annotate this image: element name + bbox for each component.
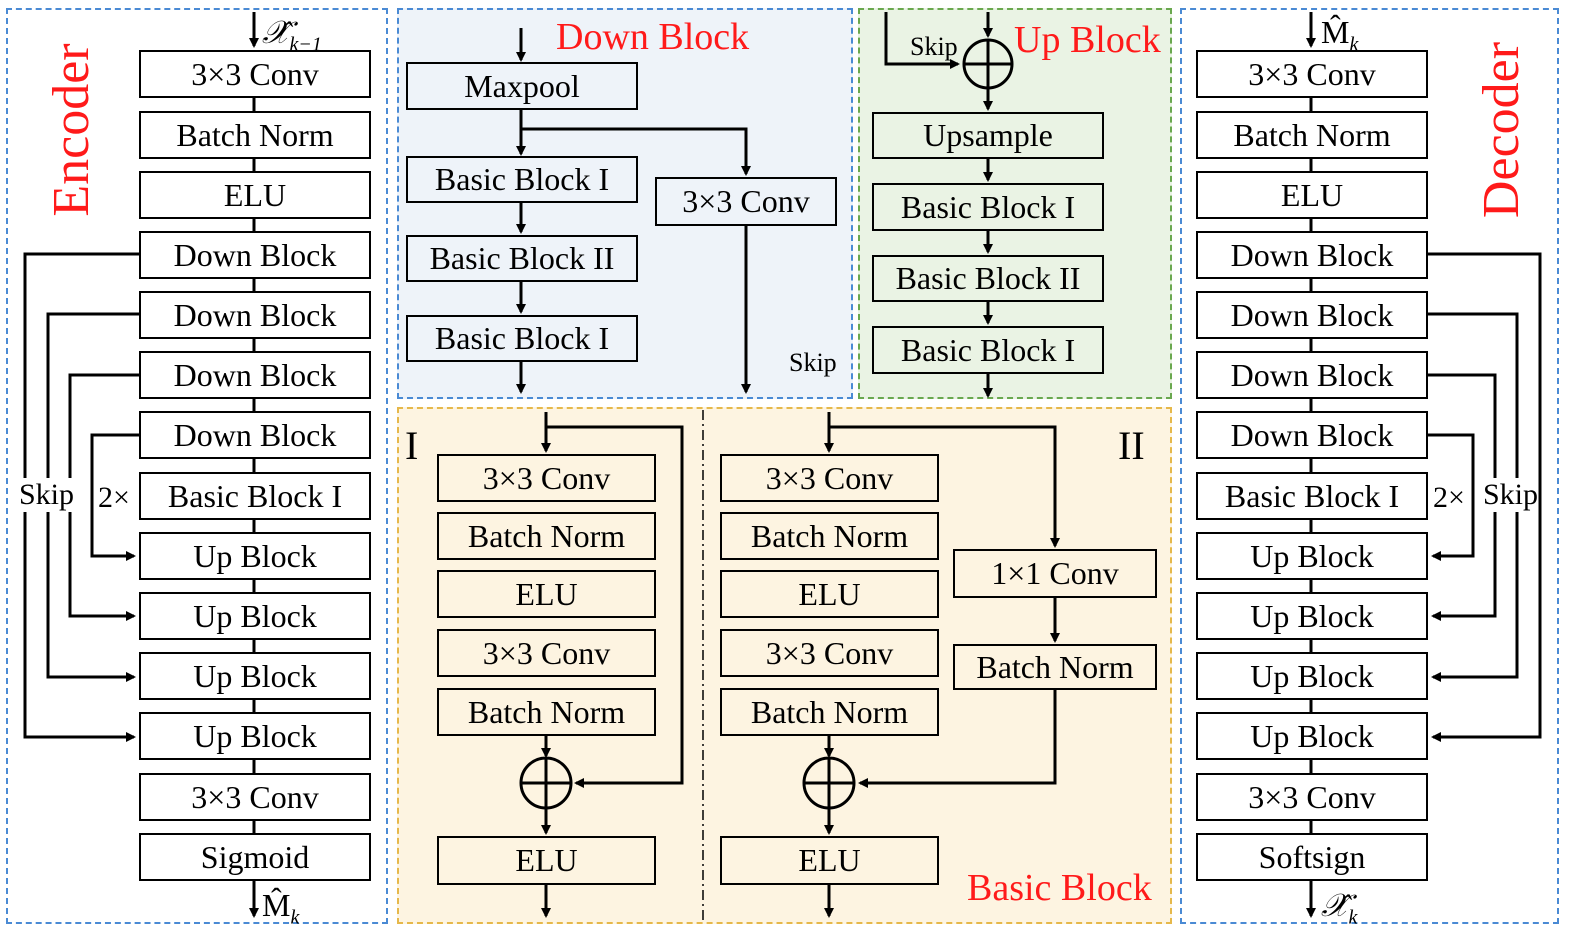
up-block-title: Up Block — [1014, 19, 1161, 61]
basic-block-2-step: ELU — [720, 570, 939, 618]
decoder-block: Up Block — [1196, 532, 1428, 580]
down-block-side-conv: 3×3 Conv — [655, 177, 837, 226]
decoder-block: Batch Norm — [1196, 111, 1428, 159]
encoder-block: Up Block — [139, 592, 371, 640]
down-block-step: Basic Block I — [406, 315, 638, 362]
encoder-block: Batch Norm — [139, 111, 371, 159]
decoder-block: 3×3 Conv — [1196, 773, 1428, 821]
encoder-block: Basic Block I — [139, 472, 371, 520]
down-block-title: Down Block — [556, 16, 750, 58]
basic-block-1-step: Batch Norm — [437, 688, 656, 736]
basic-block-2-step: 3×3 Conv — [720, 629, 939, 677]
decoder-output-subscript: k — [1348, 906, 1358, 929]
up-block-step: Basic Block I — [872, 183, 1104, 231]
down-block-skip-label: Skip — [789, 348, 837, 377]
encoder-output-subscript: k — [290, 906, 300, 929]
up-block-step: Upsample — [872, 112, 1104, 159]
basic-block-1-output: ELU — [437, 836, 656, 885]
encoder-block: Sigmoid — [139, 833, 371, 881]
up-block-step: Basic Block II — [872, 255, 1104, 302]
encoder-block: Up Block — [139, 712, 371, 760]
decoder-block: Basic Block I — [1196, 472, 1428, 520]
down-block-step: Maxpool — [406, 62, 638, 110]
decoder-title: Decoder — [1473, 41, 1530, 219]
encoder-block: Up Block — [139, 652, 371, 700]
decoder-input-symbol: M̂ — [1321, 14, 1350, 50]
encoder-input-subscript: k−1 — [289, 33, 322, 56]
encoder-block: ELU — [139, 171, 371, 219]
encoder-skip-label: Skip — [19, 478, 75, 512]
up-block-skip-label: Skip — [910, 32, 958, 61]
basic-block-2-step: Batch Norm — [720, 512, 939, 560]
basic-block-1-step: 3×3 Conv — [437, 629, 656, 677]
encoder-block: 3×3 Conv — [139, 50, 371, 98]
decoder-output-symbol: 𝒳̂ — [1321, 887, 1349, 923]
basic-block-2-step: 3×3 Conv — [720, 454, 939, 502]
decoder-block: Up Block — [1196, 652, 1428, 700]
down-block-step: Basic Block I — [406, 156, 638, 203]
decoder-panel — [1180, 8, 1559, 924]
down-block-step: Basic Block II — [406, 235, 638, 282]
decoder-block: Down Block — [1196, 411, 1428, 459]
basic-block-1-step: ELU — [437, 570, 656, 618]
encoder-output-label: M̂k — [262, 887, 299, 929]
encoder-title: Encoder — [43, 43, 100, 217]
basic-block-1-step: 3×3 Conv — [437, 454, 656, 502]
basic-block-2-shortcut-norm: Batch Norm — [953, 644, 1157, 690]
decoder-block: 3×3 Conv — [1196, 50, 1428, 98]
encoder-block: 3×3 Conv — [139, 773, 371, 821]
decoder-block: Up Block — [1196, 712, 1428, 760]
encoder-panel — [6, 8, 388, 924]
decoder-block: Down Block — [1196, 351, 1428, 399]
basic-block-title: Basic Block — [967, 867, 1152, 909]
encoder-output-symbol: M̂ — [262, 887, 291, 923]
encoder-block: Down Block — [139, 231, 371, 279]
decoder-input-label: M̂k — [1321, 14, 1358, 56]
encoder-block: Down Block — [139, 411, 371, 459]
encoder-input-symbol: 𝒳̂ — [262, 14, 290, 50]
encoder-block: Up Block — [139, 532, 371, 580]
basic-block-2-shortcut-conv: 1×1 Conv — [953, 549, 1157, 598]
basic-block-2-output: ELU — [720, 836, 939, 885]
decoder-block: Softsign — [1196, 833, 1428, 881]
decoder-repeat-label: 2× — [1433, 481, 1465, 515]
basic-block-2-step: Batch Norm — [720, 688, 939, 736]
basic-block-1-label: I — [405, 423, 419, 468]
encoder-block: Down Block — [139, 351, 371, 399]
basic-block-1-step: Batch Norm — [437, 512, 656, 560]
decoder-block: Down Block — [1196, 291, 1428, 339]
decoder-block: Down Block — [1196, 231, 1428, 279]
encoder-repeat-label: 2× — [98, 481, 130, 515]
up-block-step: Basic Block I — [872, 326, 1104, 374]
decoder-output-label: 𝒳̂k — [1321, 887, 1357, 929]
encoder-input-label: 𝒳̂k−1 — [262, 14, 322, 56]
decoder-block: ELU — [1196, 171, 1428, 219]
decoder-input-subscript: k — [1349, 33, 1359, 56]
decoder-skip-label: Skip — [1483, 478, 1539, 512]
basic-block-2-label: II — [1118, 423, 1145, 468]
decoder-block: Up Block — [1196, 592, 1428, 640]
encoder-block: Down Block — [139, 291, 371, 339]
